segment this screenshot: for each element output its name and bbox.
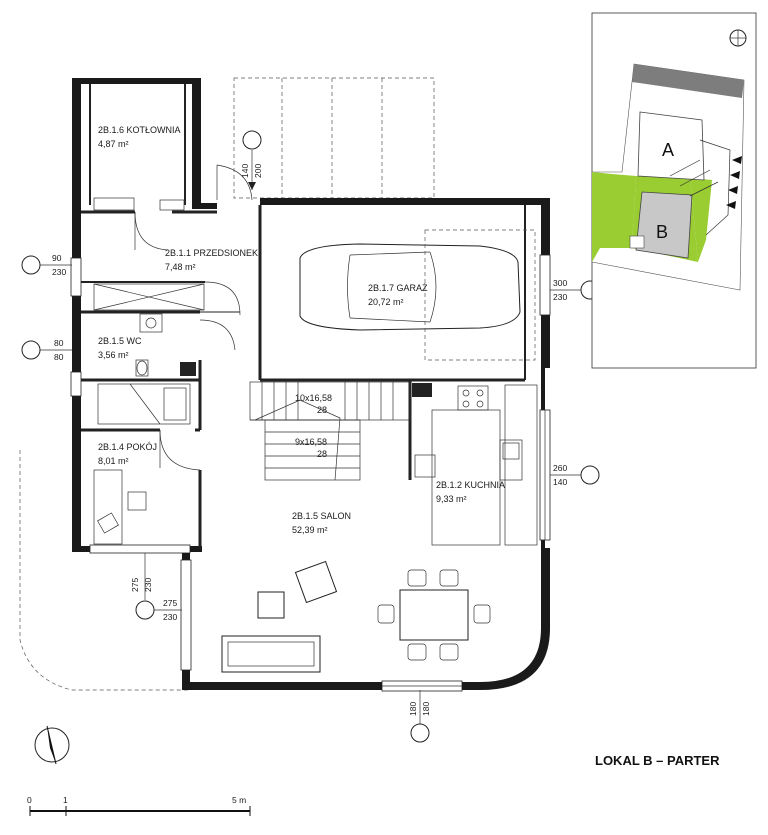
compass-icon [729, 29, 747, 47]
plan-title: LOKAL B – PARTER [595, 753, 720, 768]
key-plan: A B [591, 12, 757, 369]
svg-text:140: 140 [553, 477, 567, 487]
room-name: 2B.1.5 WC [98, 336, 142, 346]
paved-area [632, 64, 744, 98]
dim-tag-bottom: 180 180 [408, 690, 431, 743]
dim-tag-entrance: 140 200 [240, 130, 263, 190]
dim-tag-right-2: 260 140 [550, 463, 600, 487]
room-area: 20,72 m² [368, 297, 404, 307]
room-area: 9,33 m² [436, 494, 467, 504]
svg-text:230: 230 [52, 267, 66, 277]
room-area: 7,48 m² [165, 262, 196, 272]
dimension-tags: 140 200 90 230 80 80 300 230 260 [21, 130, 600, 743]
svg-text:140: 140 [240, 164, 250, 178]
garden-highlight [592, 172, 636, 262]
boiler-equipment [93, 197, 185, 211]
svg-text:230: 230 [143, 578, 153, 592]
interior-walls [81, 84, 526, 548]
stair-width: 28 [317, 449, 327, 459]
room-name: 2B.1.7 GARAŻ [368, 283, 428, 293]
room-name: 2B.1.1 PRZEDSIONEK [165, 248, 258, 258]
building-b [635, 191, 693, 259]
terrace-outline [19, 450, 190, 691]
kitchen-furniture [412, 383, 538, 546]
car [299, 229, 536, 361]
pokoj-furniture [93, 383, 191, 545]
svg-text:230: 230 [163, 612, 177, 622]
wc-fixtures [135, 313, 196, 377]
svg-text:180: 180 [408, 702, 418, 716]
room-pokoj: 2B.1.4 POKÓJ 8,01 m² [98, 442, 157, 466]
stair-labels: 10x16,58 28 9x16,58 28 [295, 393, 332, 459]
room-name: 2B.1.5 SALON [292, 511, 351, 521]
dim-tag-left-2: 80 80 [21, 338, 72, 362]
wardrobe [93, 283, 205, 311]
svg-text:180: 180 [421, 702, 431, 716]
dim-tag-bottom-left-1: 275 230 [130, 553, 153, 600]
svg-text:230: 230 [553, 292, 567, 302]
room-labels: 2B.1.6 KOTŁOWNIA 4,87 m² 2B.1.1 PRZEDSIO… [98, 125, 505, 535]
room-name: 2B.1.4 POKÓJ [98, 442, 157, 452]
room-kuchnia: 2B.1.2 KUCHNIA 9,33 m² [436, 480, 505, 504]
svg-text:200: 200 [253, 164, 263, 178]
room-kotlownia: 2B.1.6 KOTŁOWNIA 4,87 m² [98, 125, 181, 149]
svg-text:300: 300 [553, 278, 567, 288]
stairs [249, 381, 411, 481]
room-salon: 2B.1.5 SALON 52,39 m² [292, 511, 351, 535]
scale-bar: 0 1 5 m [27, 795, 251, 816]
dining-set [377, 569, 491, 661]
svg-text:80: 80 [54, 352, 64, 362]
windows [70, 254, 551, 692]
parking-area [233, 77, 435, 199]
unit-b-label: B [656, 222, 668, 242]
room-area: 4,87 m² [98, 139, 129, 149]
door-swings [134, 164, 253, 471]
scale-label-0: 0 [27, 795, 32, 805]
unit-a-label: A [662, 140, 674, 160]
room-area: 52,39 m² [292, 525, 328, 535]
svg-text:275: 275 [163, 598, 177, 608]
building-a [637, 111, 705, 181]
room-przedsionek: 2B.1.1 PRZEDSIONEK 7,48 m² [165, 248, 258, 272]
dim-tag-bottom-left-2: 275 230 [135, 598, 182, 622]
room-name: 2B.1.2 KUCHNIA [436, 480, 505, 490]
room-area: 3,56 m² [98, 350, 129, 360]
svg-text:80: 80 [54, 338, 64, 348]
room-wc: 2B.1.5 WC 3,56 m² [98, 336, 142, 360]
svg-text:260: 260 [553, 463, 567, 473]
room-name: 2B.1.6 KOTŁOWNIA [98, 125, 181, 135]
living-furniture [221, 560, 338, 673]
north-arrow-icon [34, 725, 70, 765]
stair-steps: 9x16,58 [295, 437, 327, 447]
dim-tag-left-1: 90 230 [21, 253, 72, 277]
svg-text:275: 275 [130, 578, 140, 592]
svg-text:90: 90 [52, 253, 62, 263]
room-area: 8,01 m² [98, 456, 129, 466]
scale-label-5: 5 m [232, 795, 246, 805]
stair-width: 28 [317, 405, 327, 415]
stair-steps: 10x16,58 [295, 393, 332, 403]
scale-label-1: 1 [63, 795, 68, 805]
room-garaz: 2B.1.7 GARAŻ 20,72 m² [368, 283, 428, 307]
